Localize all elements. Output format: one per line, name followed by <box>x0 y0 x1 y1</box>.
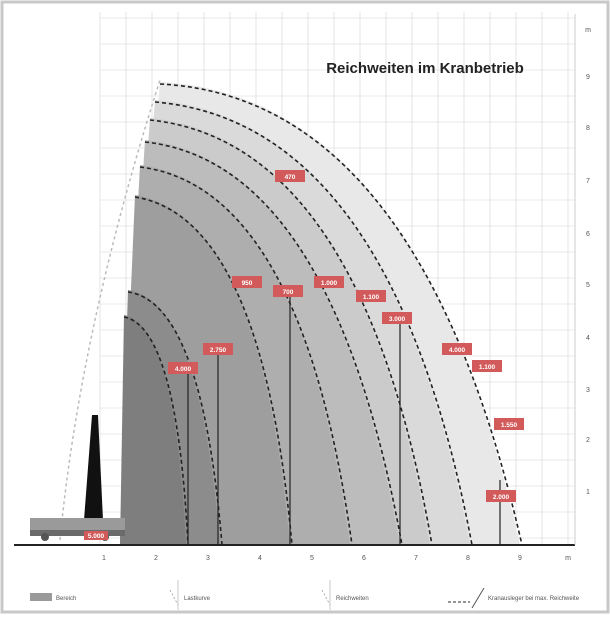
load-curve-5 <box>139 166 353 546</box>
y-tick: 9 <box>586 74 590 81</box>
legend-swatch <box>321 589 331 606</box>
legend-item-load-curve: Lastkurve <box>169 580 211 610</box>
load-curve-3 <box>149 119 433 546</box>
x-tick: m <box>565 555 571 562</box>
load-tag-text: 5.000 <box>88 533 105 540</box>
x-tick: 3 <box>206 555 210 562</box>
load-tag: 2.750 <box>203 343 233 355</box>
legend-label: Lastkurve <box>184 596 211 602</box>
x-tick: 7 <box>414 555 418 562</box>
load-tag-text: 1.000 <box>321 280 338 287</box>
y-tick: 1 <box>586 489 590 496</box>
y-tick: m <box>585 27 591 34</box>
load-tag: 1.550 <box>494 418 524 430</box>
y-tick: 4 <box>586 335 590 342</box>
legend-swatch <box>30 593 52 601</box>
y-tick: 8 <box>586 125 590 132</box>
load-tag: 950 <box>232 276 262 288</box>
load-curve-6 <box>134 196 293 546</box>
load-curves <box>123 83 523 546</box>
x-tick: 6 <box>362 555 366 562</box>
load-tag-text: 2.000 <box>493 494 510 501</box>
legend-swatch <box>169 589 179 606</box>
legend-label: Kranausleger bei max. Reichweite <box>488 596 580 602</box>
load-tag: 4.000 <box>168 362 198 374</box>
load-tag-text: 4.000 <box>449 347 466 354</box>
load-tag-text: 1.550 <box>501 422 518 429</box>
load-tag-text: 4.000 <box>175 366 192 373</box>
y-tick-labels: m 9 8 7 6 5 4 3 2 1 <box>585 27 591 496</box>
load-tag-text: 950 <box>242 280 253 287</box>
diagram-title: Reichweiten im Kranbetrieb <box>326 60 524 77</box>
load-tag: 5.000 <box>84 531 108 540</box>
legend-item-reach: Reichweiten <box>321 580 369 610</box>
load-tag: 3.000 <box>382 312 412 324</box>
y-tick: 3 <box>586 387 590 394</box>
load-tag-text: 470 <box>285 174 296 181</box>
load-tag-text: 2.750 <box>210 347 227 354</box>
load-tag-text: 1.100 <box>363 294 380 301</box>
load-curve-2 <box>154 101 473 546</box>
load-tag: 1.100 <box>356 290 386 302</box>
x-tick: 1 <box>102 555 106 562</box>
boom-outline <box>59 79 161 541</box>
reach-zone-8 <box>120 315 186 545</box>
x-tick: 2 <box>154 555 158 562</box>
load-curve-7 <box>127 291 223 546</box>
y-tick: 5 <box>586 282 590 289</box>
load-tag: 1.100 <box>472 360 502 372</box>
x-tick: 8 <box>466 555 470 562</box>
x-tick-labels: 1 2 3 4 5 6 7 8 9 m <box>102 555 571 562</box>
x-tick: 4 <box>258 555 262 562</box>
load-curve-1 <box>159 83 523 546</box>
load-tag: 2.000 <box>486 490 516 502</box>
load-tags: 470 950 1.000 1.100 700 2.750 3.000 4.00… <box>84 170 524 540</box>
load-tag-text: 1.100 <box>479 364 496 371</box>
legend: Bereich Lastkurve Reichweiten Kranausleg… <box>30 580 580 610</box>
legend-item-boom: Kranausleger bei max. Reichweite <box>448 587 580 609</box>
load-tag-text: 3.000 <box>389 316 406 323</box>
y-tick: 2 <box>586 437 590 444</box>
load-curve-8 <box>123 316 189 546</box>
reach-lines <box>187 290 501 545</box>
legend-swatch <box>471 587 485 609</box>
load-tag: 1.000 <box>314 276 344 288</box>
load-tag: 470 <box>275 170 305 182</box>
y-tick: 7 <box>586 178 590 185</box>
legend-item-area: Bereich <box>30 593 76 602</box>
legend-label: Reichweiten <box>336 596 369 602</box>
legend-label: Bereich <box>56 596 76 602</box>
load-tag-text: 700 <box>283 289 294 296</box>
crane-silhouette <box>30 415 125 541</box>
load-tag: 4.000 <box>442 343 472 355</box>
y-tick: 6 <box>586 231 590 238</box>
x-tick: 5 <box>310 555 314 562</box>
x-tick: 9 <box>518 555 522 562</box>
load-curve-4 <box>144 141 403 546</box>
load-tag: 700 <box>273 285 303 297</box>
